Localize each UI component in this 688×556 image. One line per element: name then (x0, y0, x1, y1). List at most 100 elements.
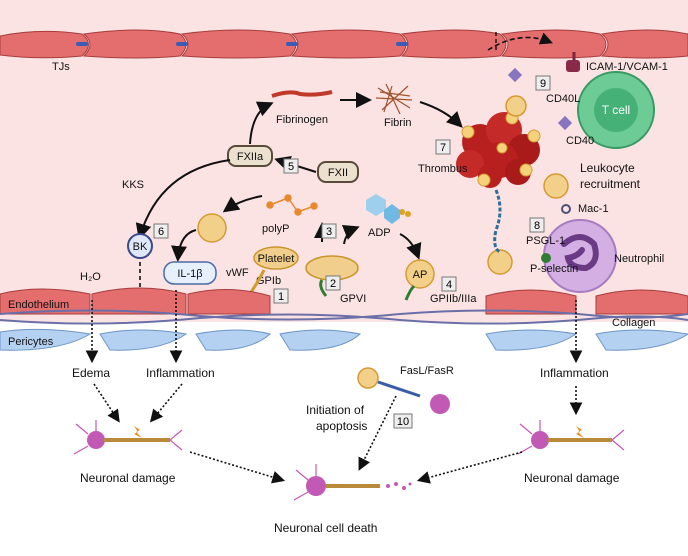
step-2: 2 (330, 278, 336, 290)
bottom-endothelium (0, 287, 688, 315)
neuronal-damage-right-label: Neuronal damage (524, 471, 620, 485)
adp-to-ap-arrow (399, 233, 422, 260)
platelet-fas (357, 367, 379, 389)
step-4: 4 (446, 279, 452, 291)
activated-platelet-left (197, 213, 227, 243)
leukocyte-recruitment-label-2: recruitment (580, 177, 641, 191)
kks-label: KKS (122, 179, 144, 191)
inflam-left-to-neuron-arrow (149, 383, 183, 423)
activated-platelet-ap (405, 259, 435, 289)
polyp-chain (266, 194, 318, 216)
activated-platelet-recruit (543, 173, 569, 199)
neuron-fas-soma (430, 394, 450, 414)
neutrophil (543, 219, 617, 293)
platelet-to-il1b-arrow (171, 229, 197, 262)
bk-label: BK (133, 241, 148, 253)
platelet-labeled (253, 246, 299, 270)
neuron-left (73, 420, 183, 455)
t-cell: T cell (577, 71, 655, 149)
tcell-label: T cell (602, 103, 630, 117)
h2o-label: H₂O (80, 271, 101, 283)
damage-left-to-death-arrow (189, 451, 286, 484)
step-8: 8 (534, 220, 540, 232)
fasl-label: FasL/FasR (400, 365, 454, 377)
step-1: 1 (278, 291, 284, 303)
vwf-strand-thrombus (493, 189, 502, 254)
fxiia-to-bk-arrow (135, 159, 231, 240)
cd40l-label: CD40L (546, 93, 580, 105)
apoptosis-label-1: Initiation of (306, 403, 365, 417)
apoptosis-to-death-arrow (358, 395, 397, 471)
pericytes-label: Pericytes (8, 336, 54, 348)
icam-receptor (566, 52, 580, 72)
cd40-label: CD40 (566, 135, 594, 147)
fxiia-label: FXIIa (237, 151, 264, 163)
mac1-receptor (561, 204, 571, 214)
step-10: 10 (397, 416, 409, 428)
tjs-label: TJs (52, 61, 70, 73)
ap-label: AP (413, 269, 428, 281)
fibrinogen-strand (271, 90, 333, 98)
fibrin-to-thrombus-arrow (419, 101, 463, 128)
gpvi-label: GPVI (340, 293, 366, 305)
fibrin-label: Fibrin (384, 117, 412, 129)
gpiib-receptor (404, 284, 416, 301)
fibrin-mesh (375, 83, 413, 115)
step-9: 9 (540, 78, 546, 90)
leukocyte-recruitment-label-1: Leukocyte (580, 161, 635, 175)
thrombus-label: Thrombus (418, 163, 468, 175)
cd40-marker (557, 115, 573, 131)
il1b-box (163, 261, 217, 285)
step-badges: 1 2 3 4 5 6 7 8 9 10 (153, 75, 551, 429)
gpvi-receptor (319, 279, 328, 297)
inflammation-left-label: Inflammation (146, 366, 215, 380)
platelet-pselectin (487, 249, 513, 275)
mac1-label: Mac-1 (578, 203, 609, 215)
fas-link (377, 380, 421, 398)
collagen-label: Collagen (612, 317, 655, 329)
platelet-to-adp-arrow (341, 225, 360, 245)
damage-bolt-right (576, 426, 584, 438)
polyp-label: polyP (262, 223, 290, 235)
step-5: 5 (288, 161, 294, 173)
fibrinogen-label: Fibrinogen (276, 114, 328, 126)
damage-bolt-left (134, 426, 142, 438)
neuron-right (517, 420, 625, 455)
pselectin-label: P-selectin (530, 263, 578, 275)
collagen-fibers (0, 309, 688, 325)
step-3: 3 (326, 226, 332, 238)
polyp-to-platelet-arrow (222, 195, 263, 213)
neutrophil-label: Neutrophil (614, 253, 664, 265)
apoptosis-label-2: apoptosis (316, 419, 367, 433)
psgl1-label: PSGL-1 (526, 235, 565, 247)
vwf-label: vWF (226, 267, 249, 279)
adp-molecules (366, 194, 411, 224)
step-6: 6 (158, 226, 164, 238)
gpib-label: GPIb (256, 275, 281, 287)
endothelium-label: Endothelium (8, 299, 69, 311)
step-7: 7 (440, 142, 446, 154)
adp-label: ADP (368, 227, 391, 239)
neuron-dying (293, 464, 412, 501)
platelet-label: Platelet (258, 253, 295, 265)
fxii-box (317, 161, 359, 183)
neuronal-death-label: Neuronal cell death (274, 521, 377, 535)
thrombus (456, 95, 541, 188)
inflammation-right-label: Inflammation (540, 366, 609, 380)
pselectin-marker (541, 253, 551, 263)
neuronal-damage-left-label: Neuronal damage (80, 471, 176, 485)
edema-label: Edema (72, 366, 110, 380)
icam-label: ICAM-1/VCAM-1 (586, 61, 668, 73)
edema-to-neuron-arrow (93, 383, 120, 423)
damage-right-to-death-arrow (416, 451, 523, 484)
top-endothelium (0, 29, 688, 59)
il1b-label: IL-1β (177, 268, 202, 280)
fxiia-box (227, 145, 273, 167)
tj-opening-arrow (487, 32, 553, 51)
fxiia-to-fibrinogen-arrow (249, 101, 274, 145)
fxii-label: FXII (328, 167, 348, 179)
pericytes-layer (0, 328, 688, 351)
cd40l-marker (507, 67, 523, 83)
